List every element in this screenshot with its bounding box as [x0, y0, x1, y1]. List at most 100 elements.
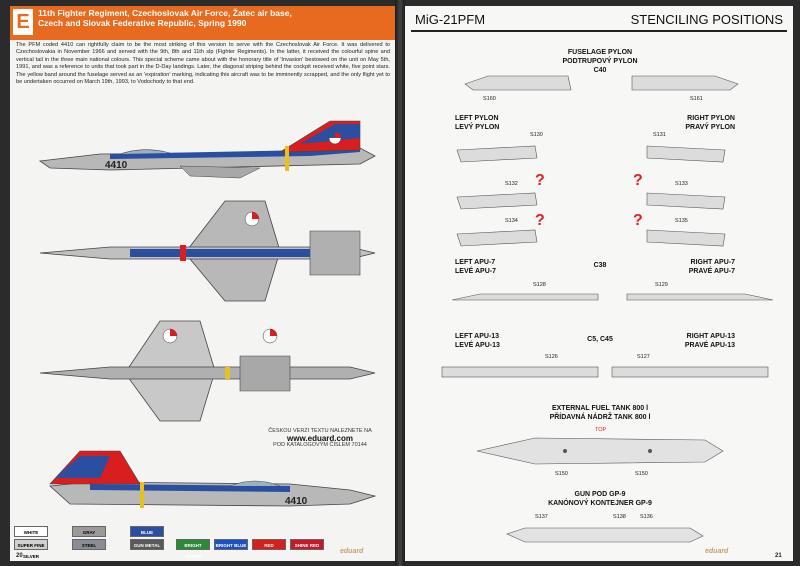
fuselage-pylon-title: FUSELAGE PYLON — [567, 49, 633, 56]
swatch-super-fine-silver: SUPER FINE SILVER — [14, 539, 48, 559]
fuselage-pylon-label: FUSELAGE PYLON PODTRUPOVÝ PYLON C40 — [525, 48, 675, 75]
title-line-1: 11th Fighter Regiment, Czechoslovak Air … — [38, 8, 292, 18]
aircraft-code-1: 4410 — [105, 160, 128, 171]
stencil-s135: S135 — [675, 218, 688, 224]
right-apu7-subtitle: PRAVÉ APU-7 — [688, 268, 735, 275]
left-apu7-label: LEFT APU-7 LEVÉ APU-7 — [455, 258, 535, 276]
stencil-s137: S137 — [535, 514, 548, 520]
color-swatches: WHITE GRAY BLUE SUPER FINE SILVER STEEL … — [14, 526, 324, 559]
swatch-blue: BLUE — [130, 526, 164, 537]
left-pylon-title: LEFT PYLON — [455, 115, 499, 122]
left-pylon-part-3 — [455, 228, 540, 248]
stencil-s127: S127 — [637, 354, 650, 360]
page-number-left: 20 — [16, 553, 23, 559]
aircraft-side-view-left: 4410 — [30, 116, 390, 191]
tank-top-label: TOP — [595, 427, 607, 433]
stencil-s132: S132 — [505, 181, 518, 187]
fuselage-pylon-left-part — [463, 72, 573, 94]
stencil-s150-right: S150 — [635, 471, 648, 477]
fuel-tank-part — [475, 434, 725, 468]
gun-pod-label: GUN POD GP-9 KANÓNOVÝ KONTEJNER GP-9 — [505, 490, 695, 508]
stencil-s134: S134 — [505, 218, 518, 224]
gun-pod-part — [505, 522, 705, 544]
swatch-steel: STEEL — [72, 539, 106, 550]
stencil-s126: S126 — [545, 354, 558, 360]
left-apu7-part — [450, 290, 600, 304]
model-title: MiG-21PFM — [415, 12, 486, 27]
gun-pod-subtitle: KANÓNOVÝ KONTEJNER GP-9 — [548, 500, 652, 507]
left-apu13-label: LEFT APU-13 LEVÉ APU-13 — [455, 332, 535, 350]
left-page: E 11th Fighter Regiment, Czechoslovak Ai… — [10, 6, 395, 561]
web-note: ČESKOU VERZI TEXTU NALEZNETE NA www.edua… — [250, 428, 390, 449]
right-pylon-label: RIGHT PYLON PRAVÝ PYLON — [655, 114, 735, 132]
variant-letter: E — [13, 9, 33, 35]
aircraft-bottom-view — [30, 311, 390, 426]
stencil-s128: S128 — [533, 282, 546, 288]
fuel-tank-title: EXTERNAL FUEL TANK 800 l — [551, 405, 649, 412]
right-pylon-part-3 — [645, 228, 730, 248]
aircraft-top-view — [30, 191, 390, 306]
right-pylon-part-1 — [645, 144, 730, 164]
right-pylon-subtitle: PRAVÝ PYLON — [685, 124, 735, 131]
left-pylon-part-2 — [455, 191, 540, 211]
apu7-code: C38 — [593, 262, 607, 269]
fuel-tank-subtitle: PŘÍDAVNÁ NÁDRŽ TANK 800 l — [549, 414, 651, 421]
right-apu13-title: RIGHT APU-13 — [686, 333, 735, 340]
swatch-bright-blue: BRIGHT BLUE — [214, 539, 248, 550]
question-mark-4: ? — [633, 212, 643, 229]
stencil-s131: S131 — [653, 132, 666, 138]
right-apu13-label: RIGHT APU-13 PRAVÉ APU-13 — [655, 332, 735, 350]
book-gutter — [395, 0, 405, 566]
web-note-line-1: ČESKOU VERZI TEXTU NALEZNETE NA — [268, 428, 372, 434]
fuselage-pylon-code: C40 — [593, 67, 607, 74]
left-pylon-part-1 — [455, 144, 540, 164]
right-page: MiG-21PFM STENCILING POSITIONS FUSELAGE … — [405, 6, 793, 561]
swatch-gun-metal: GUN METAL — [130, 539, 164, 550]
eduard-logo-left: eduard — [340, 548, 364, 555]
right-apu7-title: RIGHT APU-7 — [690, 259, 735, 266]
right-apu7-label: RIGHT APU-7 PRAVÉ APU-7 — [655, 258, 735, 276]
right-pylon-title: RIGHT PYLON — [687, 115, 735, 122]
aircraft-code-2: 4410 — [285, 496, 308, 507]
aircraft-side-view-right: 4410 — [30, 446, 390, 526]
left-pylon-subtitle: LEVÝ PYLON — [455, 124, 500, 131]
eduard-logo-right: eduard — [705, 548, 729, 555]
fuselage-pylon-right-part — [630, 72, 740, 94]
stencil-s160: S160 — [483, 96, 496, 102]
stencil-s150-left: S150 — [555, 471, 568, 477]
stencil-heading: STENCILING POSITIONS — [630, 12, 783, 27]
title-line-2: Czech and Slovak Federative Republic, Sp… — [38, 18, 247, 28]
apu13-code: C5, C45 — [587, 336, 613, 343]
left-apu13-part — [440, 364, 600, 380]
swatch-red: RED — [252, 539, 286, 550]
swatch-white: WHITE — [14, 526, 48, 537]
right-apu13-subtitle: PRAVÉ APU-13 — [684, 342, 735, 349]
left-pylon-label: LEFT PYLON LEVÝ PYLON — [455, 114, 535, 132]
web-url[interactable]: www.eduard.com — [287, 434, 353, 443]
question-mark-2: ? — [535, 212, 545, 229]
web-note-line-2: POD KATALOGOVÝM ČÍSLEM 70144 — [273, 442, 367, 448]
description-text: The PFM coded 4410 can rightfully claim … — [16, 42, 390, 86]
swatch-bright-green: BRIGHT GREEN — [176, 539, 210, 559]
stencil-s136: S136 — [640, 514, 653, 520]
stencil-s138: S138 — [613, 514, 626, 520]
left-apu7-title: LEFT APU-7 — [455, 259, 496, 266]
stencil-s133: S133 — [675, 181, 688, 187]
page-header: E 11th Fighter Regiment, Czechoslovak Ai… — [10, 6, 395, 40]
right-apu7-part — [625, 290, 775, 304]
left-apu13-subtitle: LEVÉ APU-13 — [455, 342, 500, 349]
left-apu7-subtitle: LEVÉ APU-7 — [455, 268, 496, 275]
stencil-s129: S129 — [655, 282, 668, 288]
right-apu13-part — [610, 364, 770, 380]
question-mark-3: ? — [633, 172, 643, 189]
page-title: 11th Fighter Regiment, Czechoslovak Air … — [38, 8, 388, 28]
stencil-s130: S130 — [530, 132, 543, 138]
question-mark-1: ? — [535, 172, 545, 189]
right-pylon-part-2 — [645, 191, 730, 211]
stencil-s161: S161 — [690, 96, 703, 102]
swatch-shine-red: SHINE RED — [290, 539, 324, 550]
fuselage-pylon-subtitle: PODTRUPOVÝ PYLON — [562, 58, 638, 65]
swatch-gray: GRAY — [72, 526, 106, 537]
page-number-right: 21 — [775, 553, 782, 559]
left-apu13-title: LEFT APU-13 — [455, 333, 500, 340]
